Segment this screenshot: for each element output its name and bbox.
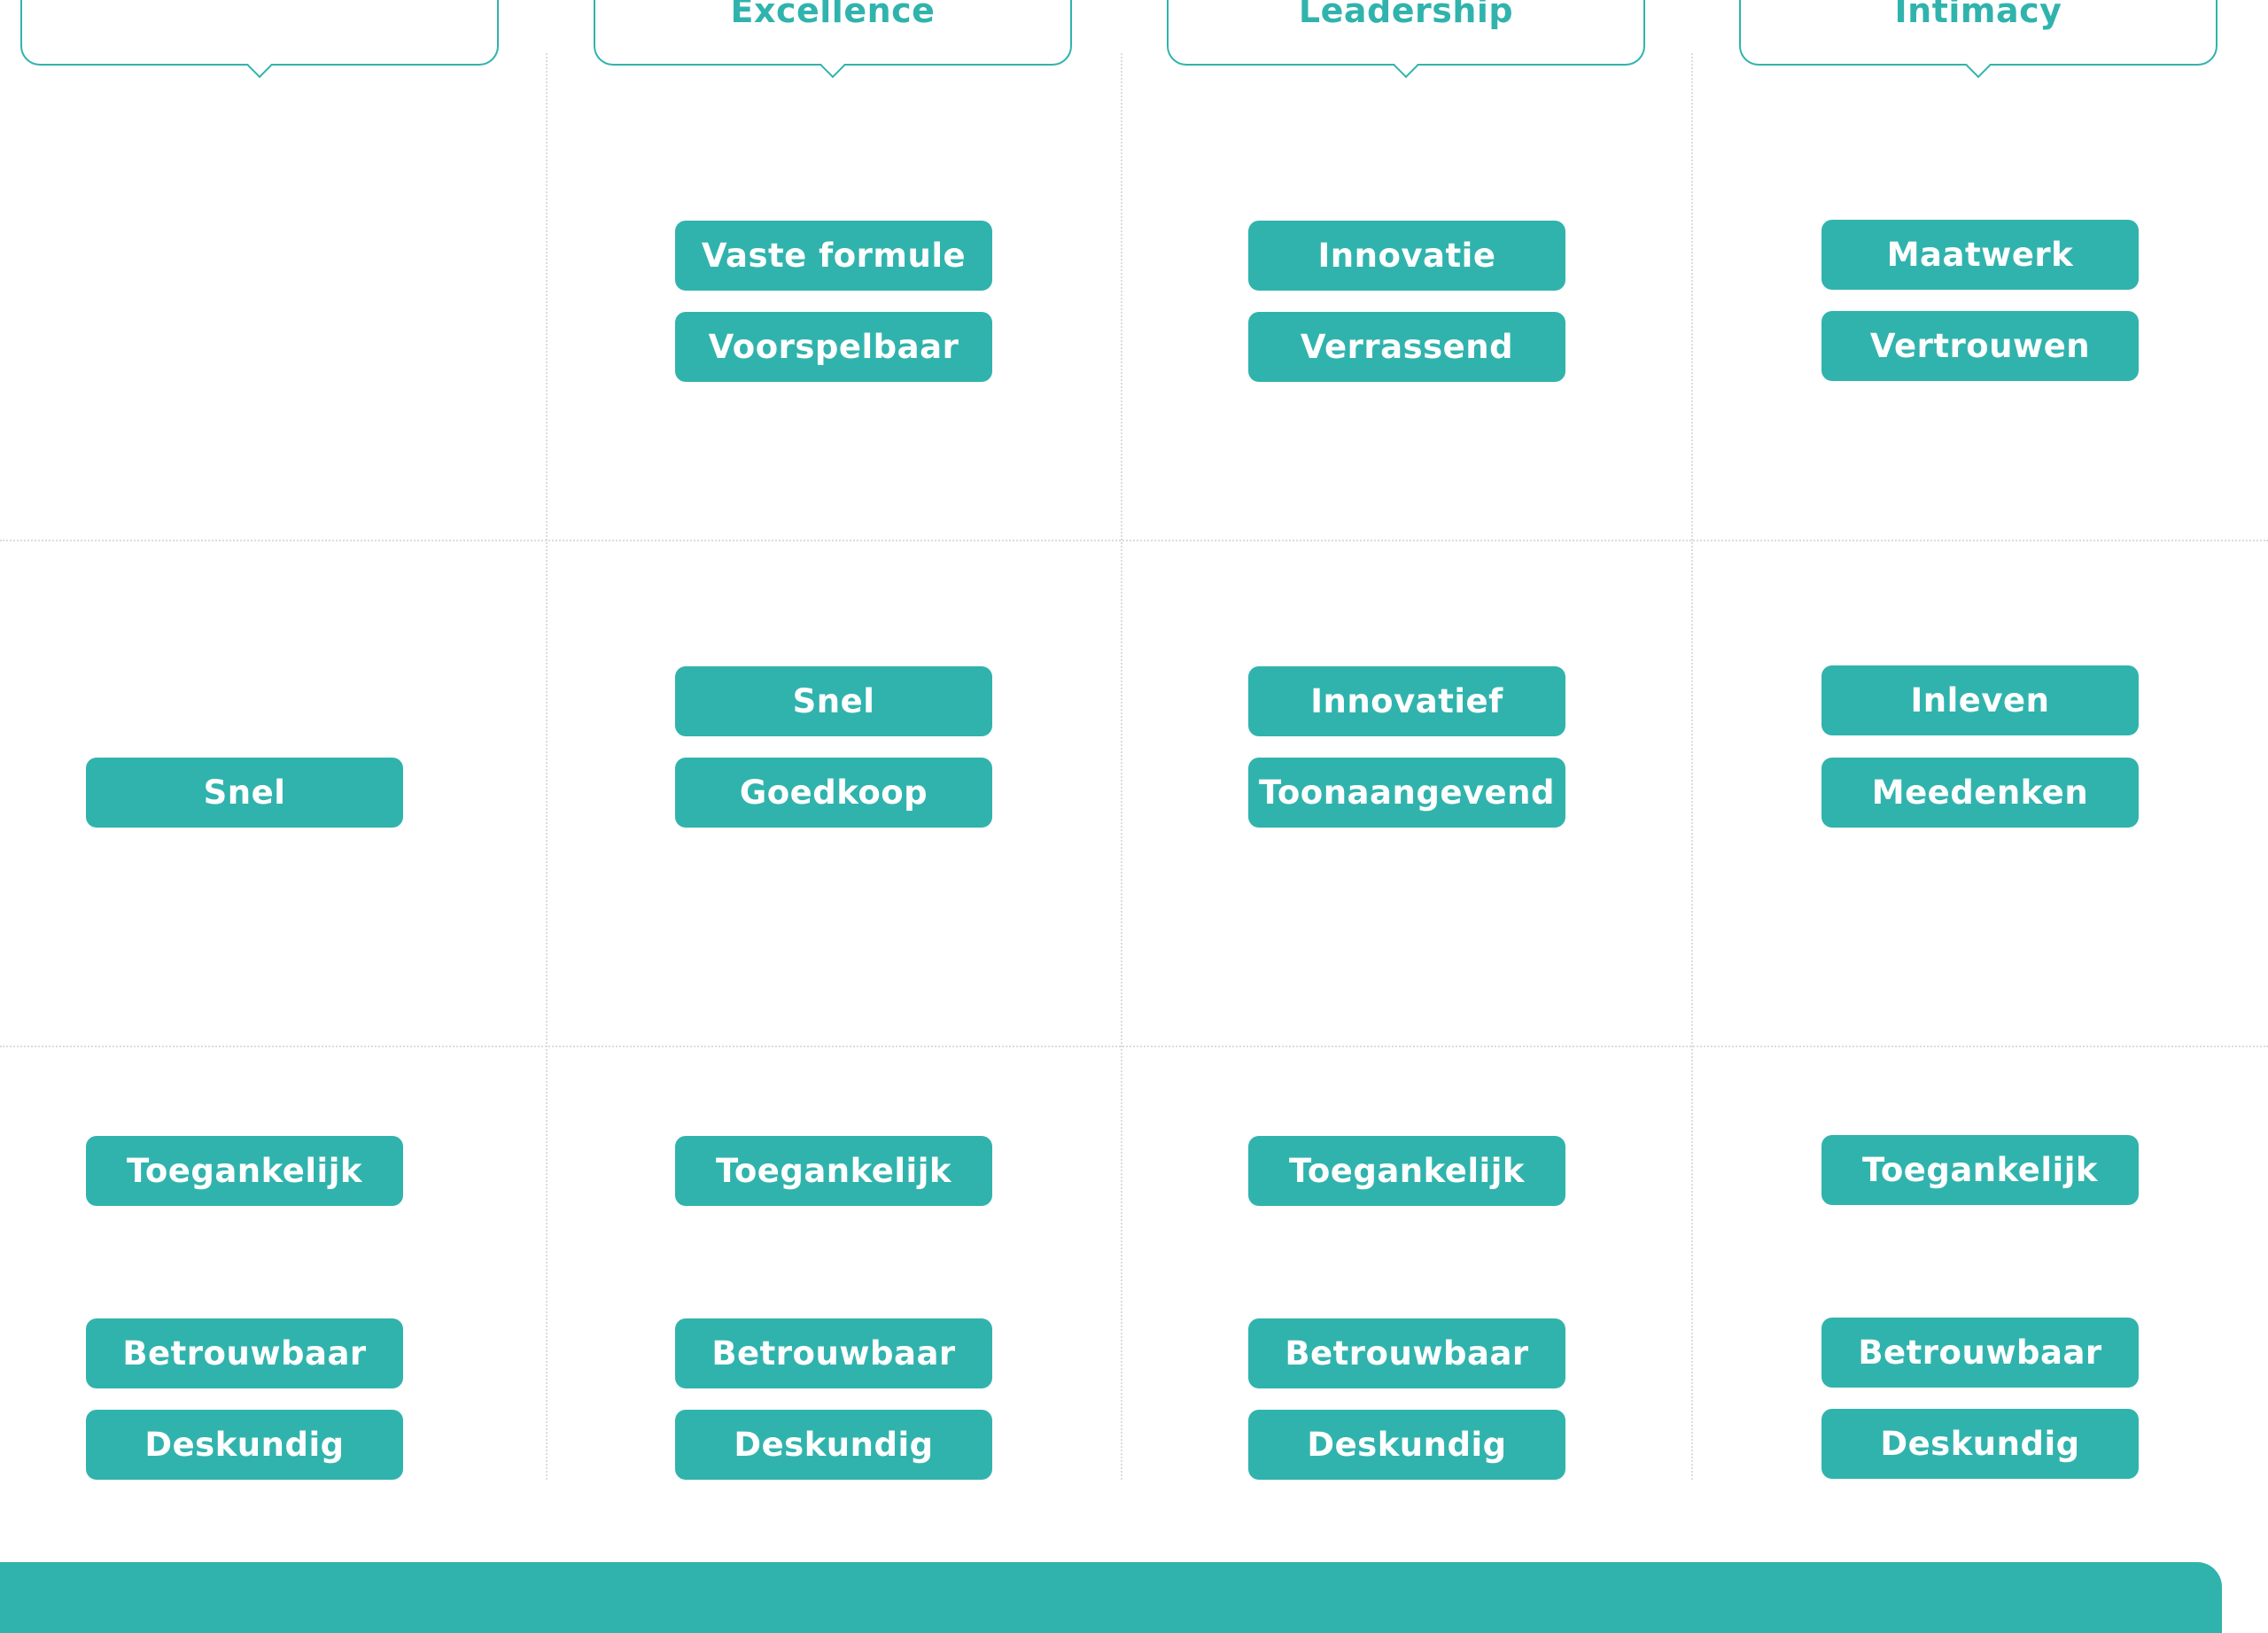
value-tag: Snel: [86, 758, 403, 828]
value-tag: Betrouwbaar: [86, 1318, 403, 1388]
value-tag: Inleven: [1821, 665, 2139, 735]
value-tag: Innovatie: [1248, 221, 1565, 291]
callout-pointer: [246, 52, 273, 79]
value-tag: Voorspelbaar: [675, 312, 992, 382]
value-tag: Snel: [675, 666, 992, 736]
value-tag: Vertrouwen: [1821, 311, 2139, 381]
value-tag: Toegankelijk: [86, 1136, 403, 1206]
value-tag: Meedenken: [1821, 758, 2139, 828]
value-tag: Deskundig: [86, 1410, 403, 1480]
value-tag: Toegankelijk: [1248, 1136, 1565, 1206]
value-tag: Betrouwbaar: [675, 1318, 992, 1388]
callout-pointer: [1965, 52, 1992, 79]
value-tag: Vaste formule: [675, 221, 992, 291]
column-header-title: Intimacy: [1894, 0, 2062, 30]
value-tag: Deskundig: [1248, 1410, 1565, 1480]
row-divider: [0, 1046, 2268, 1047]
value-tag: Deskundig: [1821, 1409, 2139, 1479]
column-header-callout: Leadership: [1167, 0, 1645, 79]
callout-pointer: [819, 52, 846, 79]
value-tag: Innovatief: [1248, 666, 1565, 736]
value-tag: Toegankelijk: [1821, 1135, 2139, 1205]
value-tag: Deskundig: [675, 1410, 992, 1480]
value-tag: Verrassend: [1248, 312, 1565, 382]
column-header-callout: Intimacy: [1739, 0, 2218, 79]
value-tag: Betrouwbaar: [1821, 1318, 2139, 1388]
callout-pointer: [1393, 52, 1419, 79]
column-header-title: Excellence: [730, 0, 936, 30]
row-divider: [0, 540, 2268, 541]
value-tag: Toegankelijk: [675, 1136, 992, 1206]
footer-bar: [0, 1562, 2222, 1633]
column-divider: [1121, 53, 1122, 1480]
column-header-callout: [20, 0, 499, 79]
column-divider: [1691, 53, 1693, 1480]
value-tag: Betrouwbaar: [1248, 1318, 1565, 1388]
column-header-title: Leadership: [1298, 0, 1514, 30]
value-tag: Toonaangevend: [1248, 758, 1565, 828]
column-header-callout: Excellence: [594, 0, 1072, 79]
column-divider: [546, 53, 548, 1480]
value-tag: Maatwerk: [1821, 220, 2139, 290]
value-tag: Goedkoop: [675, 758, 992, 828]
